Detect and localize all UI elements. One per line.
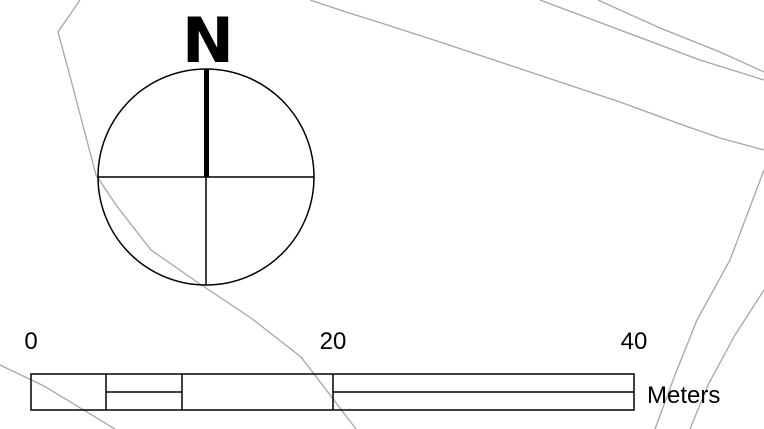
scale-label-20: 20 <box>320 328 347 355</box>
scale-label-0: 0 <box>24 328 37 355</box>
parcel-boundary-line <box>689 289 764 429</box>
north-arrow: N <box>97 4 315 286</box>
scale-unit-label: Meters <box>647 382 720 409</box>
scale-bar <box>30 373 635 411</box>
scale-label-40: 40 <box>621 328 648 355</box>
parcel-boundary-line <box>0 364 116 429</box>
north-arrow-needle <box>204 69 209 177</box>
parcel-boundary-line <box>57 0 357 429</box>
north-arrow-label: N <box>182 4 234 77</box>
parcel-boundary-line <box>309 0 764 151</box>
parcel-boundary-line <box>539 0 764 81</box>
parcel-boundary-line <box>654 169 764 429</box>
parcel-boundary-line <box>597 0 764 73</box>
